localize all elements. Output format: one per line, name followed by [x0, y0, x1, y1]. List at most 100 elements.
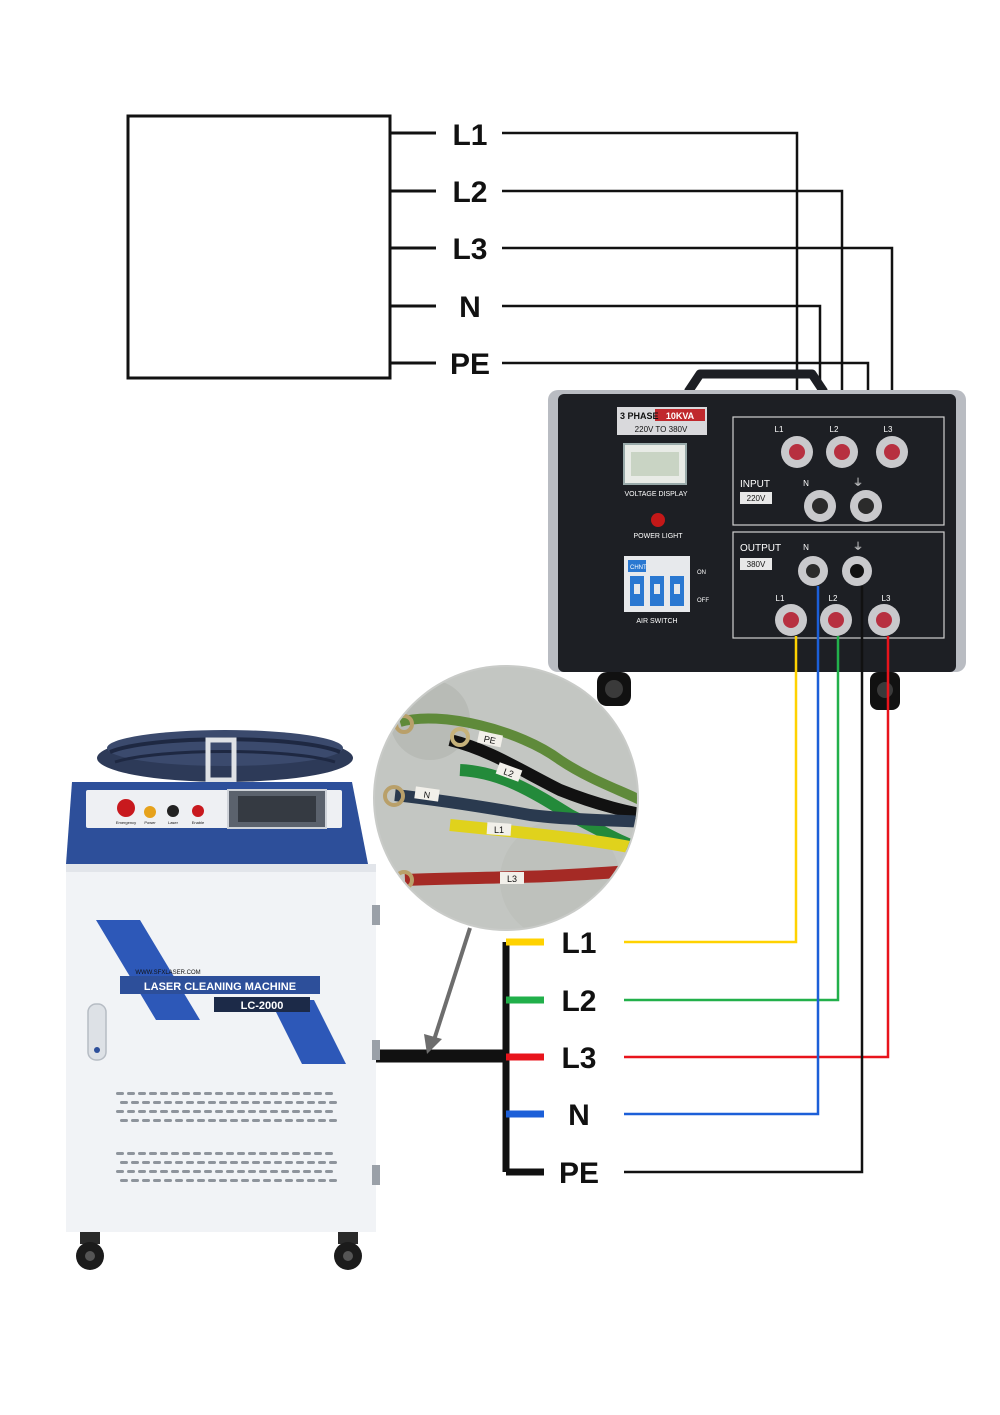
power-source-box: L1 L2 L3 N PE — [126, 114, 490, 381]
machine-terminal-bus: L1 L2 L3 N PE — [502, 927, 599, 1190]
badge-rating: 10KVA — [666, 411, 695, 421]
vent-slot — [193, 1152, 201, 1155]
output-terminal-post — [775, 604, 807, 636]
output-voltage: 380V — [747, 560, 766, 569]
vent-slot — [296, 1101, 304, 1104]
vent-slot — [307, 1161, 315, 1164]
output-title: OUTPUT — [740, 543, 781, 554]
vent-slot — [116, 1152, 124, 1155]
machine-name: LASER CLEANING MACHINE — [144, 981, 296, 993]
enable-button[interactable] — [192, 805, 204, 817]
vent-slot — [204, 1092, 212, 1095]
output-terminal-post — [798, 556, 828, 586]
machine-wheel — [334, 1232, 362, 1270]
vent-slot — [296, 1179, 304, 1182]
machine-model: LC-2000 — [241, 1000, 284, 1012]
input-terminal-post — [781, 436, 813, 468]
vent-slot — [314, 1110, 322, 1113]
vent-slot — [127, 1152, 135, 1155]
input-terminal-post — [826, 436, 858, 468]
vent-slot — [285, 1101, 293, 1104]
vent-slot — [226, 1110, 234, 1113]
vent-slot — [270, 1170, 278, 1173]
vent-slot — [182, 1152, 190, 1155]
vent-slot — [281, 1110, 289, 1113]
vent-slot — [208, 1161, 216, 1164]
vent-slot — [138, 1170, 146, 1173]
vent-slot — [160, 1152, 168, 1155]
vent-grille — [116, 1152, 337, 1182]
vent-slot — [160, 1092, 168, 1095]
vent-slot — [219, 1161, 227, 1164]
vent-slot — [171, 1152, 179, 1155]
vent-slot — [241, 1179, 249, 1182]
vent-slot — [259, 1092, 267, 1095]
vent-slot — [197, 1161, 205, 1164]
vent-slot — [193, 1110, 201, 1113]
cable-tag-n: N — [423, 790, 431, 801]
vent-slot — [248, 1152, 256, 1155]
wire-output-l3 — [624, 636, 890, 1059]
door-handle[interactable] — [87, 1003, 107, 1061]
output-wires — [624, 586, 890, 1174]
vent-slot — [241, 1161, 249, 1164]
bus-terminal-pe: PE — [559, 1157, 599, 1190]
power-key-button[interactable] — [144, 806, 156, 818]
vent-slot — [241, 1101, 249, 1104]
vent-slot — [219, 1179, 227, 1182]
vent-slot — [259, 1170, 267, 1173]
vent-grille — [116, 1092, 337, 1122]
inset-pointer-arrow — [432, 927, 472, 1041]
vent-slot — [153, 1179, 161, 1182]
vent-slot — [318, 1101, 326, 1104]
vent-slot — [281, 1092, 289, 1095]
panel-label-emergency: Emergency — [116, 820, 136, 825]
input-terminal-label-pe: ⏚ — [853, 477, 863, 489]
decor-stripe — [270, 1000, 346, 1064]
vent-slot — [131, 1101, 139, 1104]
power-light — [651, 513, 665, 527]
input-terminal-post — [804, 490, 836, 522]
vent-slot — [285, 1161, 293, 1164]
vent-slot — [296, 1119, 304, 1122]
vent-slot — [292, 1110, 300, 1113]
vent-slot — [182, 1110, 190, 1113]
vent-slot — [285, 1179, 293, 1182]
vent-slot — [164, 1119, 172, 1122]
vent-slot — [208, 1101, 216, 1104]
output-terminal-label-n: N — [803, 543, 809, 552]
input-panel: L1 L2 L3 INPUT 220V N ⏚ — [732, 416, 945, 526]
emergency-stop-button[interactable] — [117, 799, 135, 817]
vent-slot — [325, 1110, 333, 1113]
vent-slot — [292, 1152, 300, 1155]
control-panel: Emergency Power Laser Enable — [116, 789, 327, 829]
input-terminal-post — [876, 436, 908, 468]
vent-slot — [274, 1119, 282, 1122]
air-switch-label: AIR SWITCH — [636, 618, 677, 625]
cable-tag-pe: PE — [483, 734, 497, 746]
vent-slot — [127, 1170, 135, 1173]
output-terminal-label-l1: L1 — [776, 594, 785, 603]
wire-input-l1 — [502, 131, 799, 452]
transformer-unit: 3 PHASE 10KVA 220V TO 380V VOLTAGE DISPL… — [548, 369, 966, 710]
vent-slot — [252, 1179, 260, 1182]
vent-slot — [215, 1152, 223, 1155]
vent-slot — [237, 1092, 245, 1095]
vent-slot — [270, 1092, 278, 1095]
vent-slot — [171, 1170, 179, 1173]
wire-input-l2 — [502, 189, 844, 452]
top-handle[interactable] — [205, 737, 237, 783]
power-light-label: POWER LIGHT — [633, 533, 683, 540]
vent-slot — [120, 1101, 128, 1104]
vent-slot — [259, 1152, 267, 1155]
vent-slot — [230, 1101, 238, 1104]
laser-key-switch[interactable] — [167, 805, 179, 817]
vent-slot — [241, 1119, 249, 1122]
vent-slot — [116, 1092, 124, 1095]
vent-slot — [208, 1119, 216, 1122]
vent-slot — [226, 1152, 234, 1155]
bus-terminal-n: N — [568, 1099, 590, 1132]
vent-slot — [116, 1170, 124, 1173]
air-switch[interactable]: CHNT — [624, 556, 690, 612]
vent-slot — [164, 1101, 172, 1104]
